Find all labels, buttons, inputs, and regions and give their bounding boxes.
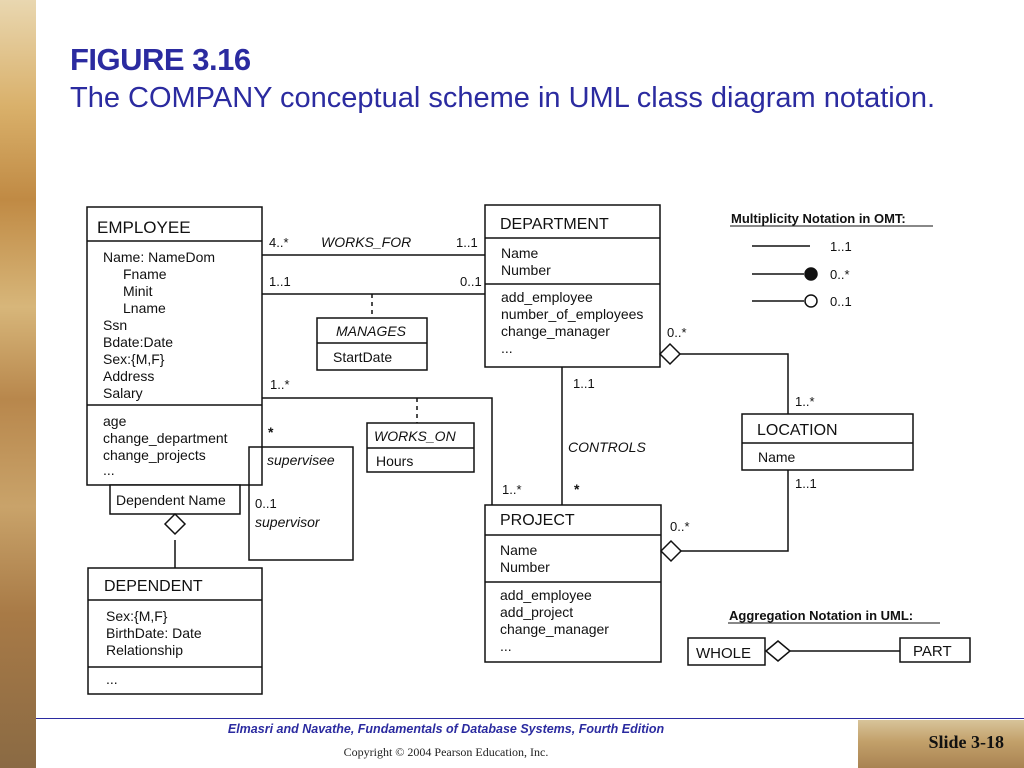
department-class-box (484, 204, 661, 368)
qualifier-label: Dependent Name (116, 492, 226, 508)
department-operation: number_of_employees (501, 306, 643, 322)
multiplicity-label: 1..* (270, 377, 290, 392)
employee-attribute: Address (103, 368, 154, 384)
footer-credit: Elmasri and Navathe, Fundamentals of Dat… (36, 722, 856, 736)
project-operation: add_project (500, 604, 573, 620)
works-on-label: WORKS_ON (374, 428, 457, 444)
filled-circle-icon (804, 267, 818, 281)
omt-legend-item: 0..1 (830, 294, 852, 309)
project-operation: ... (500, 638, 512, 654)
location-attribute: Name (758, 449, 796, 465)
part-label: PART (913, 643, 952, 660)
aggregation-diamond (658, 342, 682, 366)
whole-box (687, 637, 766, 666)
footer-edition: Fourth Edition (578, 722, 665, 736)
employee-attribute: Lname (123, 300, 166, 316)
supervision-association (248, 446, 354, 561)
project-location-line (680, 470, 789, 552)
dependent-attribute: BirthDate: Date (106, 625, 202, 641)
works-on-line (262, 397, 493, 505)
employee-attribute: Ssn (103, 317, 127, 333)
slide-number: Slide 3-18 (928, 732, 1004, 752)
multiplicity-label: 1..1 (573, 376, 595, 391)
manages-association-class (316, 317, 428, 371)
dependent-attribute: Sex:{M,F} (106, 608, 168, 624)
project-operation: add_employee (500, 587, 592, 603)
aggregation-diamond (163, 512, 187, 536)
manages-attribute: StartDate (333, 349, 392, 365)
employee-attribute: Name: NameDom (103, 249, 215, 265)
project-attribute: Name (500, 542, 538, 558)
employee-attribute: Sex:{M,F} (103, 351, 165, 367)
slide-title: FIGURE 3.16 (70, 42, 251, 77)
multiplicity-label: 1..1 (269, 274, 291, 289)
multiplicity-label: * (268, 424, 274, 440)
footer-copyright: Copyright © 2004 Pearson Education, Inc. (343, 745, 549, 759)
department-location-line (680, 353, 789, 414)
employee-operation: change_department (103, 430, 228, 446)
whole-label: WHOLE (696, 645, 751, 662)
works-on-attribute: Hours (376, 453, 413, 469)
slide-number-panel: Slide 3-18 (858, 720, 1024, 768)
department-attribute: Name (501, 245, 539, 261)
department-attribute: Number (501, 262, 551, 278)
controls-label: CONTROLS (568, 439, 646, 455)
project-class-name: PROJECT (500, 512, 575, 529)
dependent-attribute: Relationship (106, 642, 183, 658)
project-class-box (484, 504, 662, 663)
department-operation: change_manager (501, 323, 610, 339)
omt-legend-title: Multiplicity Notation in OMT: (731, 211, 906, 226)
project-operation: change_manager (500, 621, 609, 637)
employee-attribute: Minit (123, 283, 153, 299)
employee-operation: change_projects (103, 447, 206, 463)
project-attribute: Number (500, 559, 550, 575)
employee-operation: ... (103, 462, 115, 478)
department-operation: ... (501, 340, 513, 356)
multiplicity-label: 1..* (502, 482, 522, 497)
multiplicity-label: 0..1 (460, 274, 482, 289)
multiplicity-label: 0..1 (255, 496, 277, 511)
footer-credit-text: Elmasri and Navathe, Fundamentals of Dat… (227, 722, 576, 736)
manages-label: MANAGES (336, 323, 407, 339)
dependent-class-name: DEPENDENT (104, 578, 203, 595)
employee-class-box (86, 206, 263, 486)
omt-legend-item: 0..* (830, 267, 850, 282)
dependent-operation: ... (106, 671, 118, 687)
multiplicity-label: 1..1 (795, 476, 817, 491)
employee-operation: age (103, 413, 127, 429)
aggregation-legend-title: Aggregation Notation in UML: (729, 608, 913, 623)
location-class-name: LOCATION (757, 422, 838, 439)
title-block: FIGURE 3.16 The COMPANY conceptual schem… (70, 42, 970, 118)
multiplicity-label: 1..* (795, 394, 815, 409)
footer-divider (36, 718, 1024, 719)
multiplicity-label: 0..* (667, 325, 687, 340)
role-label: supervisor (255, 514, 321, 530)
dependent-name-qualifier (109, 484, 241, 515)
works-for-label: WORKS_FOR (321, 234, 411, 250)
employee-attribute: Bdate:Date (103, 334, 173, 350)
employee-attribute: Fname (123, 266, 167, 282)
part-box (899, 637, 971, 663)
hollow-circle-icon (804, 294, 818, 308)
aggregation-diamond (659, 539, 683, 563)
employee-attribute: Salary (103, 385, 143, 401)
department-class-name: DEPARTMENT (500, 216, 609, 233)
multiplicity-label: 4..* (269, 235, 289, 250)
multiplicity-label: 0..* (670, 519, 690, 534)
location-class-box (741, 413, 914, 471)
role-label: supervisee (267, 452, 335, 468)
employee-class-name: EMPLOYEE (97, 218, 191, 237)
omt-legend-item: 1..1 (830, 239, 852, 254)
multiplicity-label: 1..1 (456, 235, 478, 250)
department-operation: add_employee (501, 289, 593, 305)
dependent-class-box (87, 567, 263, 695)
decorative-side-stripe (0, 0, 36, 768)
slide-subtitle: The COMPANY conceptual scheme in UML cla… (70, 82, 936, 114)
multiplicity-label: * (574, 481, 580, 497)
aggregation-diamond (764, 640, 792, 662)
